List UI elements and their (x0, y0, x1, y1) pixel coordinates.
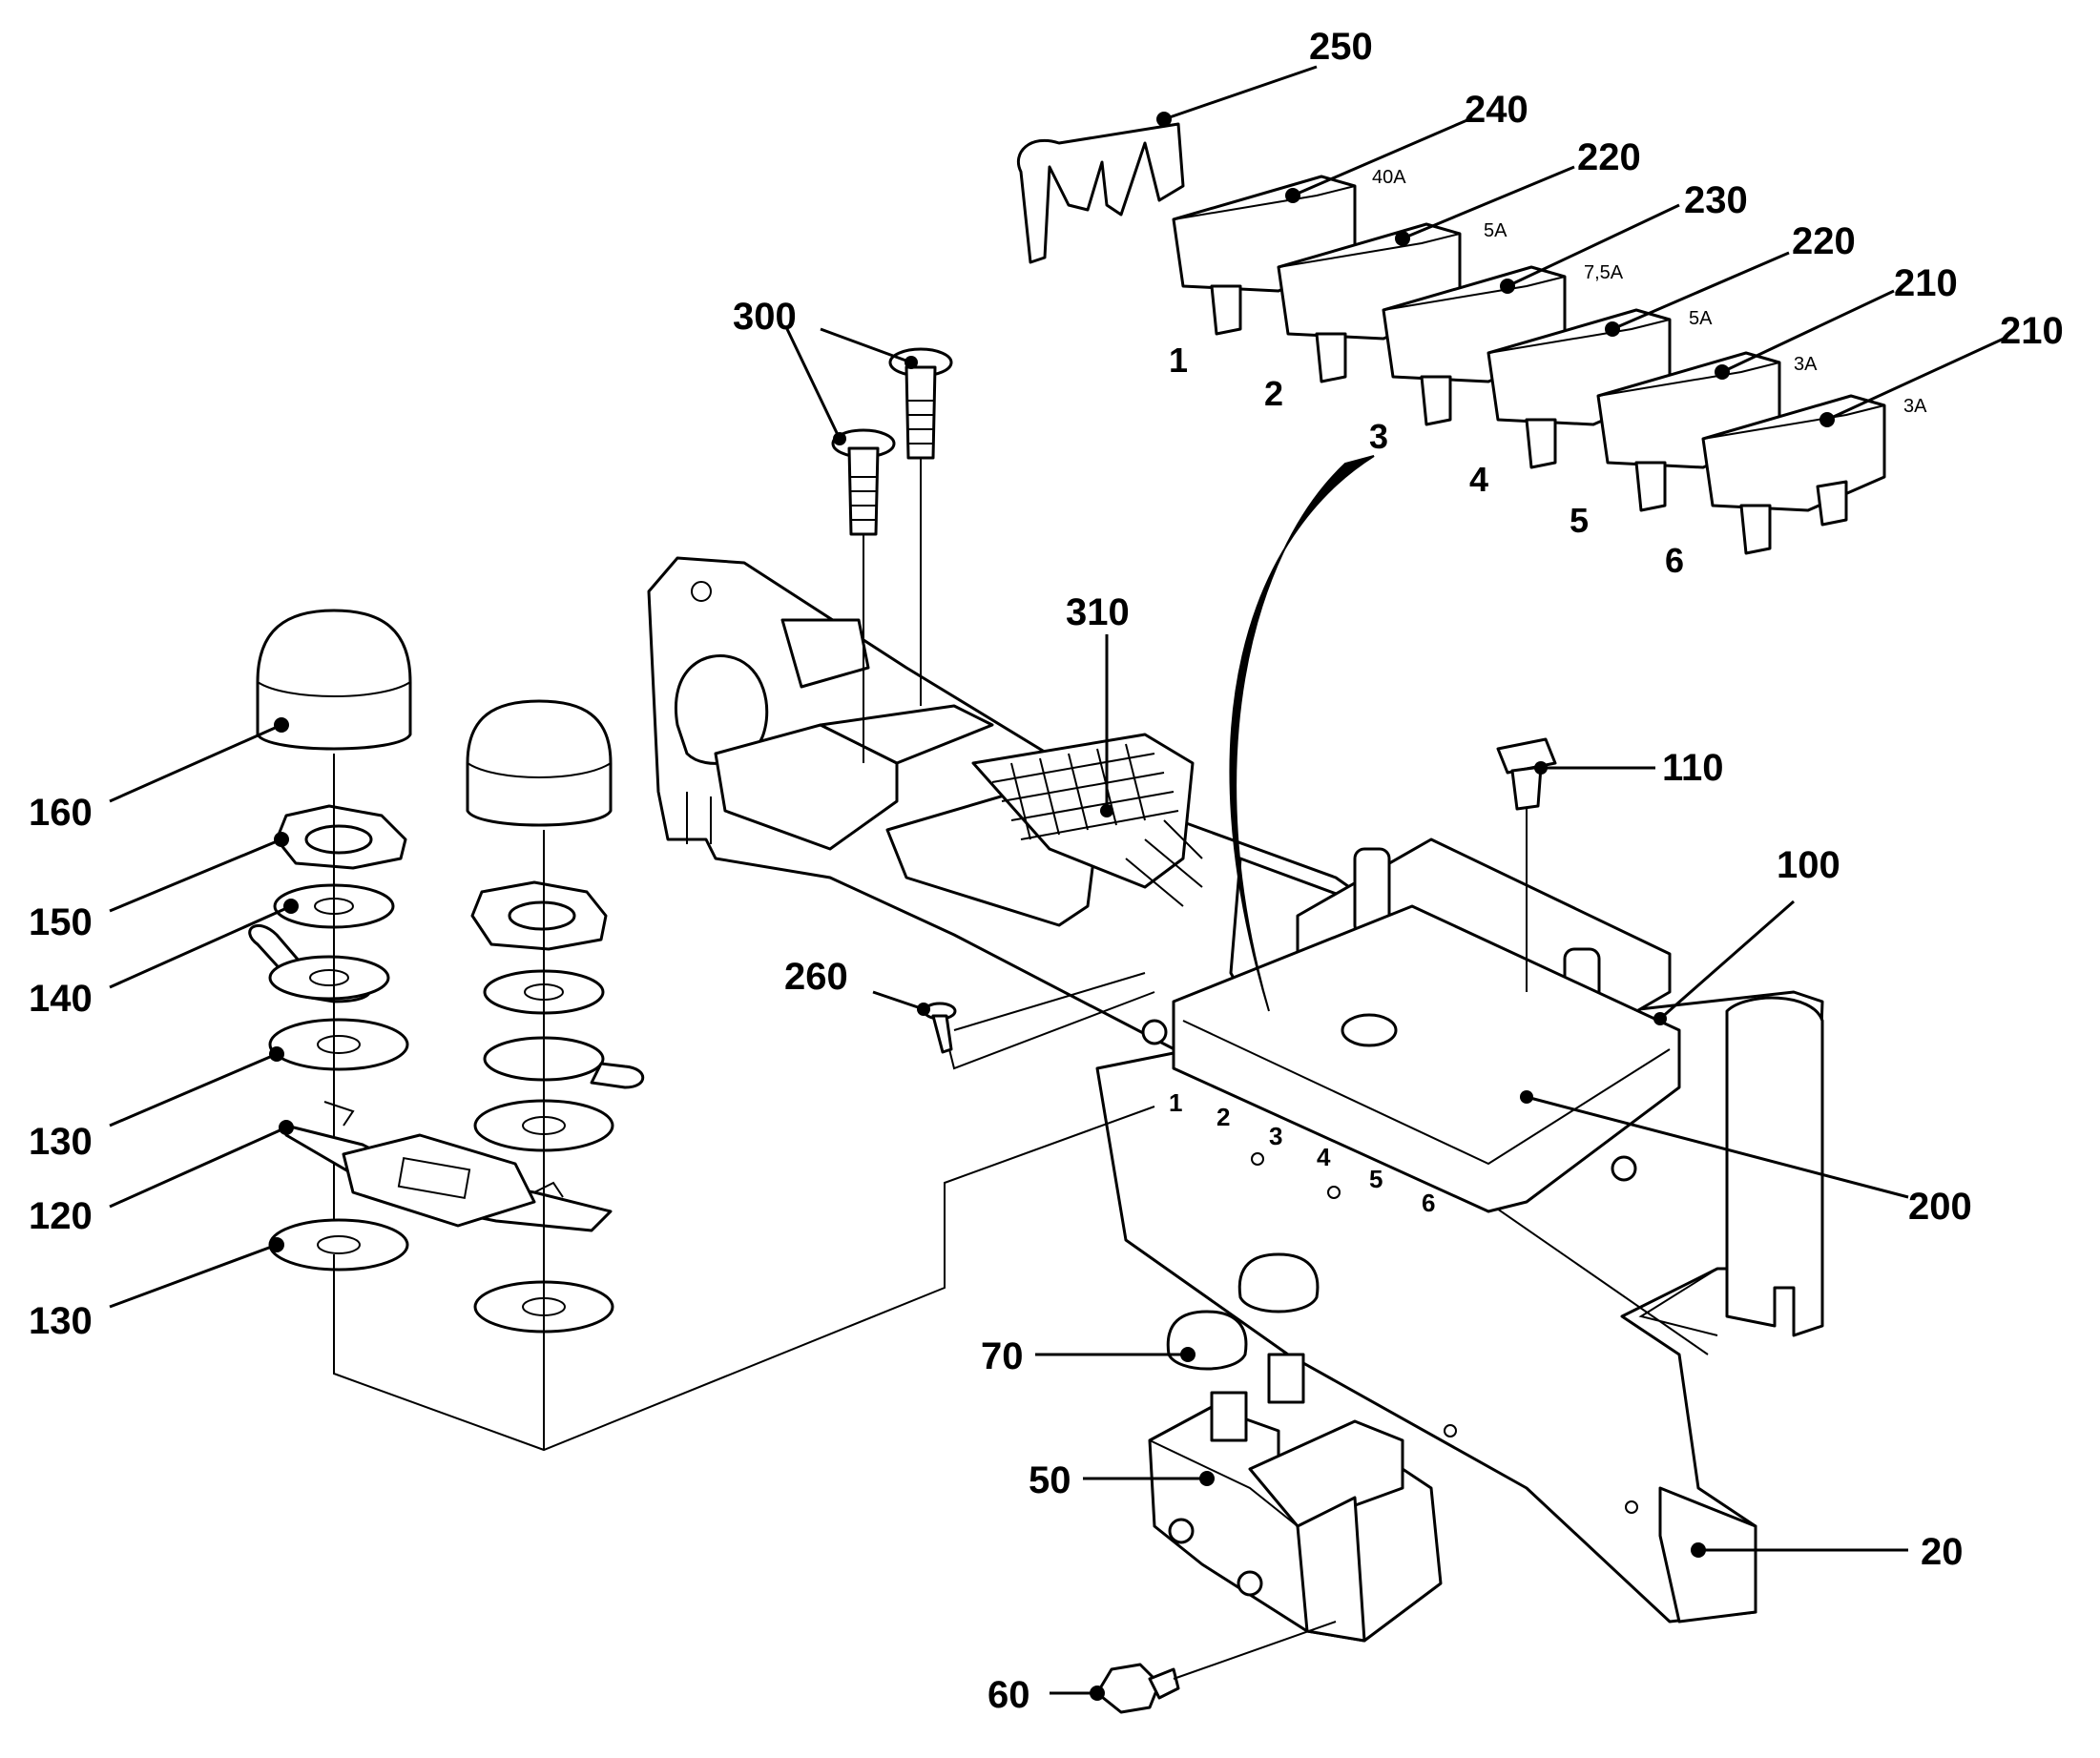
fuse-slot-number: 2 (1264, 374, 1283, 413)
callout-310: 310 (1066, 591, 1130, 633)
callout-150: 150 (29, 901, 93, 943)
callout-60: 60 (988, 1674, 1030, 1716)
callout-240: 240 (1465, 89, 1528, 131)
callout-140: 140 (29, 978, 93, 1020)
fuse-rating: 7,5A (1584, 262, 1624, 283)
base-slot-label: 2 (1216, 1103, 1230, 1131)
fuse-set: 40A 1 5A 2 7,5A 3 5A 4 3A (1169, 167, 1927, 580)
screw-60 (1095, 1621, 1337, 1714)
mounting-bracket (1095, 990, 1824, 1624)
fuse-rating: 5A (1689, 308, 1713, 329)
callout-100: 100 (1777, 844, 1840, 886)
hardware-stack-left (248, 609, 412, 1254)
callout-200: 200 (1908, 1186, 1972, 1228)
callout-120: 120 (29, 1195, 93, 1237)
callout-70: 70 (981, 1335, 1024, 1377)
base-slot-label: 5 (1369, 1165, 1383, 1193)
fuse-link-120 (284, 1101, 613, 1232)
fuse-slot-number: 4 (1469, 460, 1488, 499)
callout-210-lower: 210 (2000, 310, 2064, 352)
fuse-rating: 40A (1372, 167, 1406, 188)
callout-130-upper: 130 (29, 1121, 93, 1163)
base-slot-label: 6 (1422, 1189, 1435, 1217)
relay-50 (1148, 1353, 1443, 1643)
hardware-stack-right (466, 699, 645, 1450)
screws-300 (831, 347, 953, 763)
base-slot-labels: 1 2 3 4 5 6 (1169, 1088, 1435, 1217)
fuse-slot-number: 3 (1369, 417, 1388, 456)
clip-250 (1016, 122, 1185, 264)
fuse-rating: 3A (1794, 354, 1818, 375)
callout-210-upper: 210 (1894, 262, 1958, 304)
washer-130-lower-left (268, 1218, 409, 1272)
screw-260 (923, 991, 1155, 1070)
fuse-slot-number: 1 (1169, 341, 1188, 380)
callout-220-lower: 220 (1792, 220, 1856, 262)
callout-160: 160 (29, 792, 93, 834)
callout-110: 110 (1662, 747, 1724, 789)
callout-260: 260 (784, 956, 848, 998)
base-slot-label: 4 (1317, 1143, 1331, 1171)
fuse-6: 3A 6 (1665, 394, 1927, 580)
fuse-cover-200: 1 2 3 4 5 6 (1141, 904, 1681, 1217)
fuse-slot-number: 6 (1665, 541, 1684, 580)
fuse-slot-number: 5 (1570, 501, 1589, 540)
callout-300: 300 (733, 296, 797, 338)
assembly-lines (333, 972, 1155, 1452)
callouts: 250 240 220 230 220 210 210 300 310 110 … (29, 26, 2064, 1716)
callout-250: 250 (1309, 26, 1373, 68)
callout-230: 230 (1684, 179, 1748, 221)
insert-arrow (1229, 455, 1375, 1012)
callout-130-lower: 130 (29, 1300, 93, 1342)
callout-220-upper: 220 (1577, 136, 1641, 178)
callout-50: 50 (1029, 1459, 1071, 1501)
base-slot-label: 3 (1269, 1122, 1282, 1150)
callout-20: 20 (1921, 1531, 1964, 1573)
fuse-rating: 3A (1903, 396, 1927, 417)
base-slot-label: 1 (1169, 1088, 1182, 1117)
fuse-rating: 5A (1484, 220, 1507, 241)
